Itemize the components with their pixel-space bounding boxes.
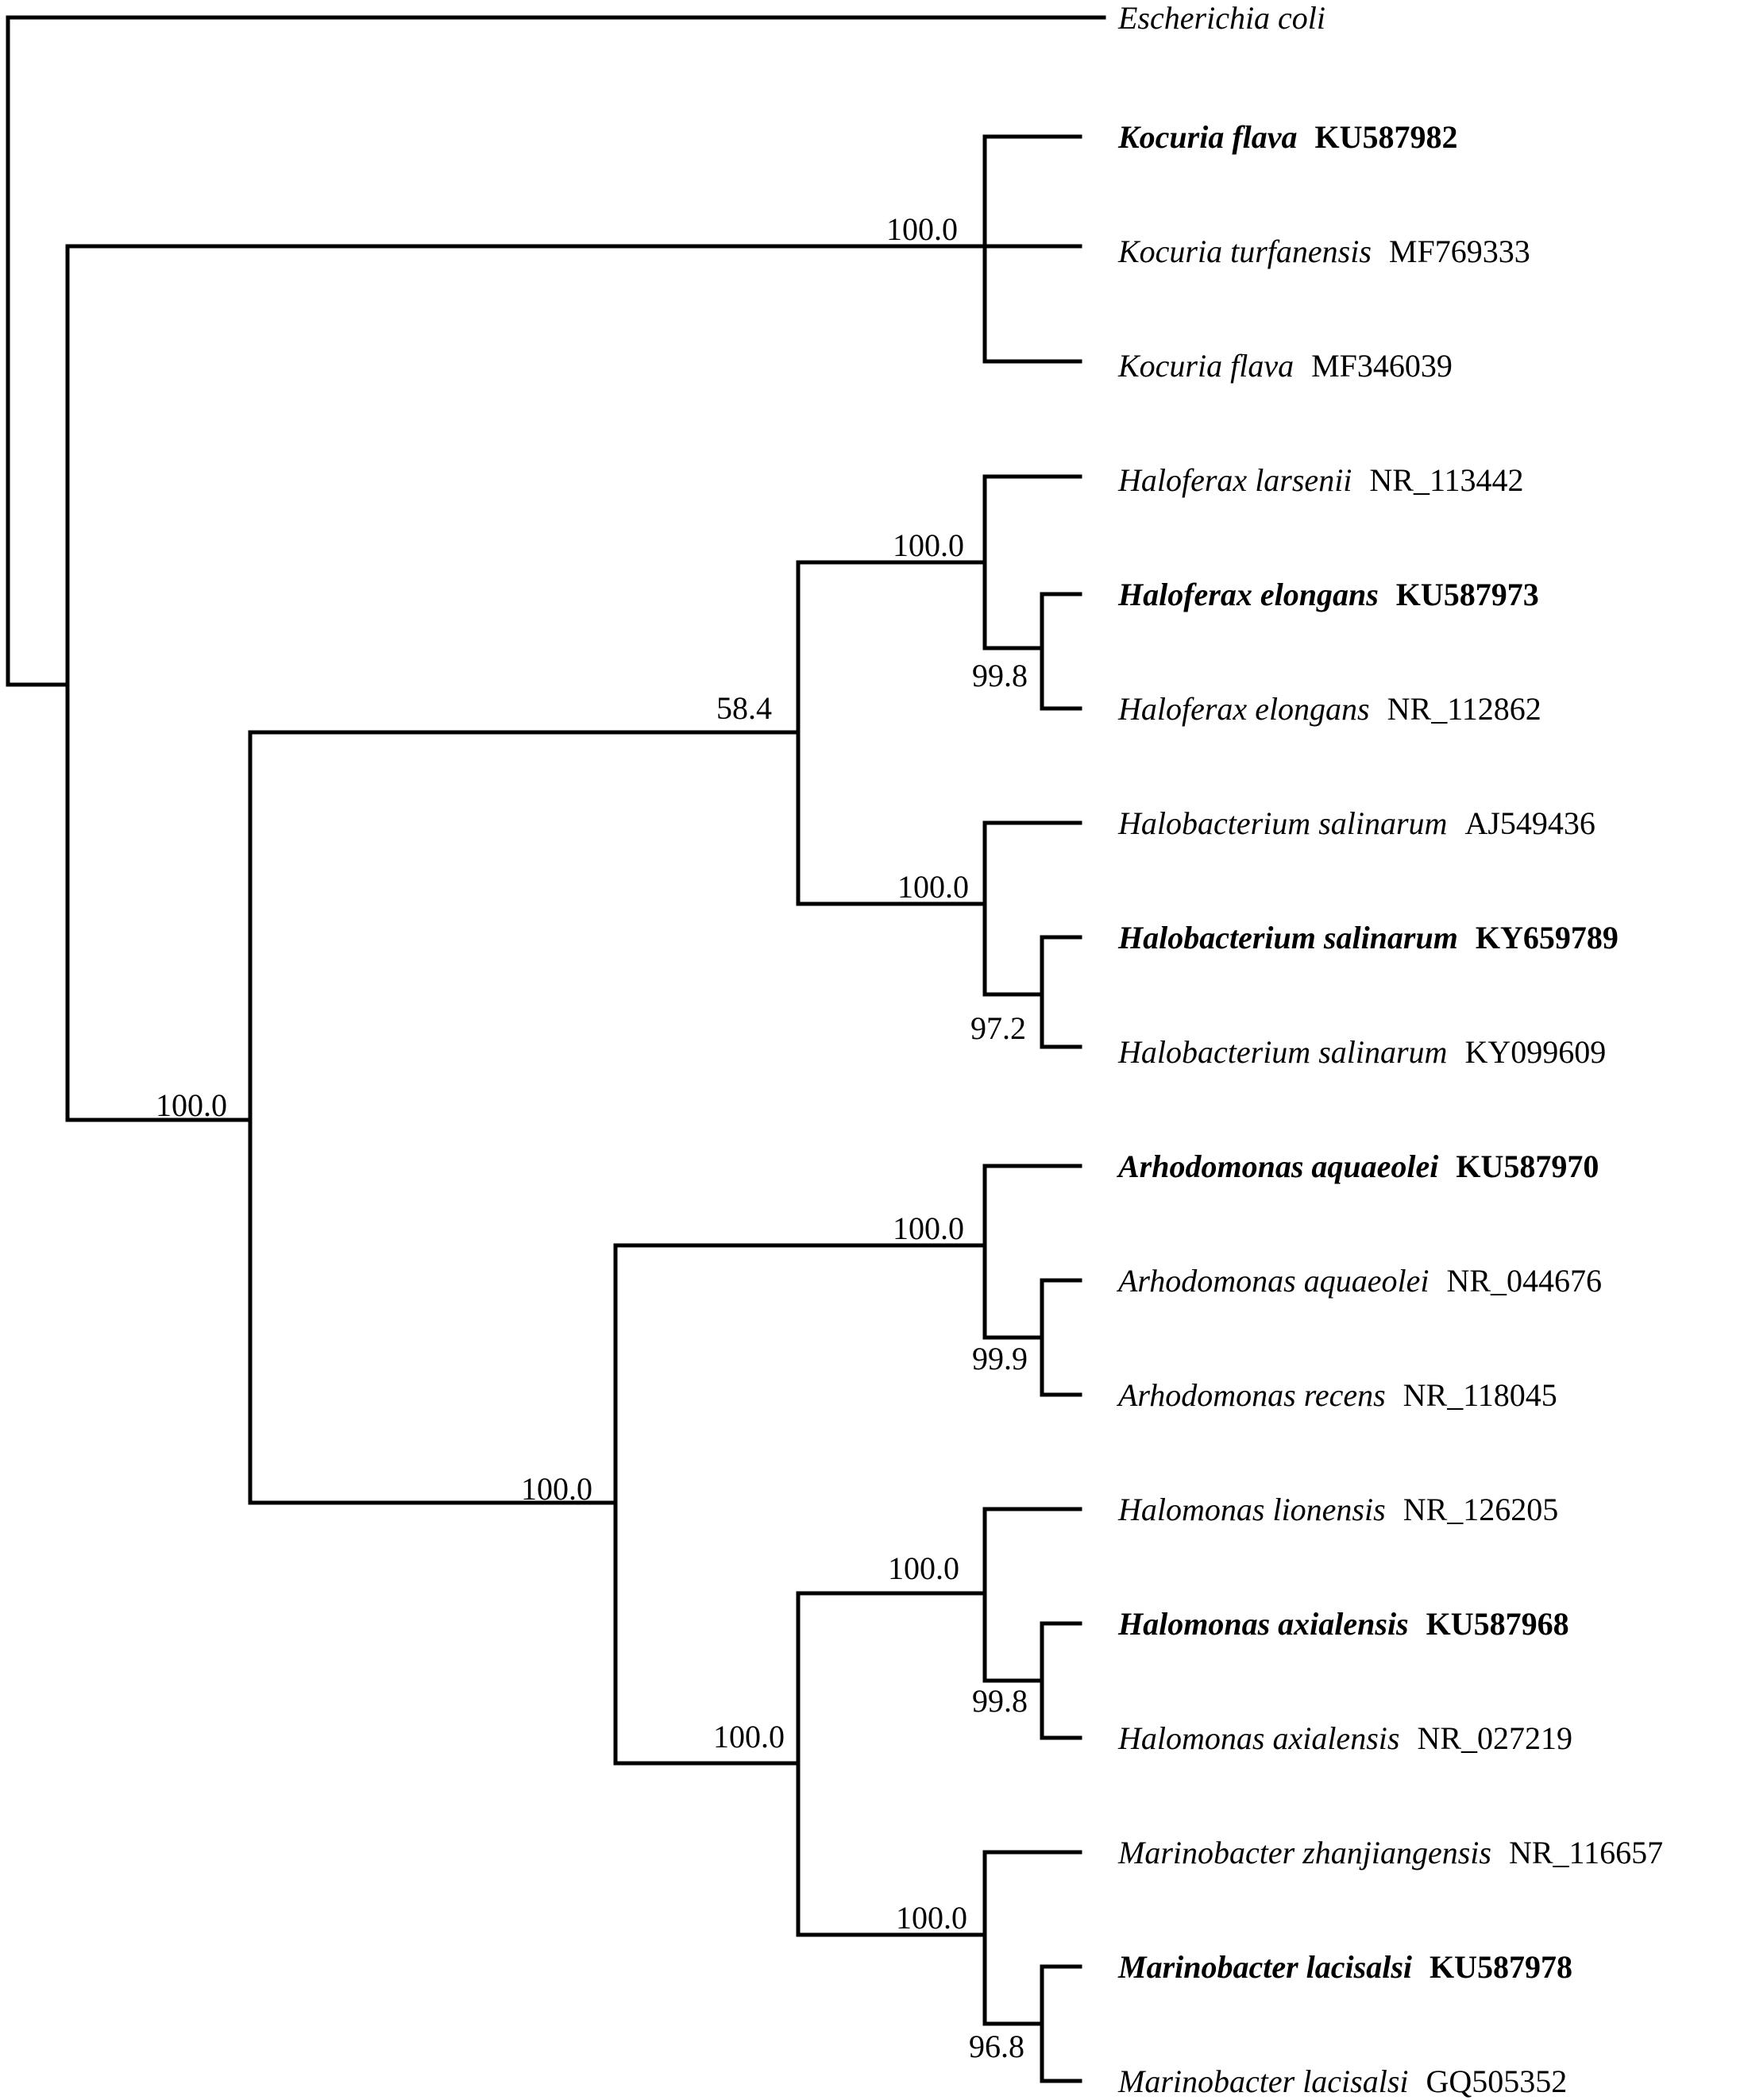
taxon-accession: KU587968 <box>1426 1606 1569 1642</box>
taxon-label: Marinobacter lacisalsi GQ505352 <box>1117 2063 1567 2099</box>
support-halobacterium: 100.0 <box>897 869 969 905</box>
taxon-species: Halomonas axialensis <box>1117 1606 1409 1642</box>
support-marinobacter: 100.0 <box>896 1900 967 1936</box>
taxon-accession: KU587982 <box>1315 119 1458 155</box>
taxon-label: Arhodomonas aquaeolei NR_044676 <box>1116 1263 1602 1299</box>
support-arhodomonas-sub: 99.9 <box>972 1341 1028 1376</box>
taxon-accession: KU587978 <box>1430 1949 1572 1985</box>
support-haloferax: 100.0 <box>893 527 964 563</box>
taxon-label: Haloferax elongans NR_112862 <box>1117 691 1541 727</box>
taxon-species: Arhodomonas aquaeolei <box>1116 1263 1429 1299</box>
taxon-species: Kocuria flava <box>1117 348 1294 384</box>
taxon-label: Arhodomonas recens NR_118045 <box>1116 1377 1557 1413</box>
tree-branches <box>6 15 1106 2083</box>
taxon-label: Haloferax elongans KU587973 <box>1117 577 1539 612</box>
support-haloferax-elongans: 99.8 <box>972 658 1028 693</box>
taxon-accession: KY099609 <box>1464 1034 1606 1070</box>
taxon-species: Kocuria turfanensis <box>1117 234 1372 269</box>
taxon-accession: NR_116657 <box>1509 1835 1663 1870</box>
taxon-accession: NR_113442 <box>1369 462 1523 498</box>
taxon-accession: MF346039 <box>1311 348 1453 384</box>
taxon-label: Kocuria flava KU587982 <box>1117 119 1458 155</box>
taxon-label: Halobacterium salinarum KY099609 <box>1117 1034 1606 1070</box>
support-kocuria: 100.0 <box>886 211 958 247</box>
taxon-label: Haloferax larsenii NR_113442 <box>1117 462 1524 498</box>
taxon-label: Marinobacter lacisalsi KU587978 <box>1117 1949 1572 1985</box>
support-halomonas: 100.0 <box>888 1550 959 1586</box>
taxon-species: Halobacterium salinarum <box>1117 805 1447 841</box>
taxon-label: Kocuria flava MF346039 <box>1117 348 1453 384</box>
taxon-label: Halobacterium salinarum AJ549436 <box>1117 805 1595 841</box>
support-values: 100.0 100.0 99.8 58.4 100.0 97.2 100.0 1… <box>156 211 1028 2064</box>
taxon-species: Haloferax larsenii <box>1117 462 1352 498</box>
taxon-species: Arhodomonas recens <box>1116 1377 1386 1413</box>
taxon-accession: KY659789 <box>1476 920 1619 955</box>
taxon-species: Marinobacter zhanjiangensis <box>1117 1835 1491 1870</box>
taxon-species: Halobacterium salinarum <box>1117 1034 1447 1070</box>
support-halomonas-sub: 99.8 <box>972 1683 1028 1719</box>
support-gamma: 100.0 <box>521 1471 592 1507</box>
taxon-species: Kocuria flava <box>1117 119 1298 155</box>
support-arhodomonas: 100.0 <box>893 1210 964 1246</box>
taxon-accession: GQ505352 <box>1426 2063 1568 2099</box>
taxon-label: Halomonas lionensis NR_126205 <box>1117 1492 1558 1527</box>
taxon-species: Halobacterium salinarum <box>1117 920 1458 955</box>
taxon-species: Haloferax elongans <box>1117 691 1370 727</box>
taxon-accession: MF769333 <box>1389 234 1530 269</box>
taxon-label: Arhodomonas aquaeolei KU587970 <box>1116 1148 1599 1184</box>
taxon-label: Escherichia coli <box>1117 0 1325 36</box>
taxon-accession: NR_126205 <box>1403 1492 1559 1527</box>
taxon-species: Halomonas axialensis <box>1117 1720 1399 1756</box>
support-halobacterium-sub: 97.2 <box>970 1010 1026 1046</box>
taxon-accession: KU587970 <box>1456 1148 1599 1184</box>
taxon-label: Marinobacter zhanjiangensis NR_116657 <box>1117 1835 1663 1870</box>
taxon-accession: NR_044676 <box>1446 1263 1602 1299</box>
taxon-species: Haloferax elongans <box>1117 577 1379 612</box>
taxon-label: Halomonas axialensis NR_027219 <box>1117 1720 1572 1756</box>
taxon-accession: AJ549436 <box>1464 805 1595 841</box>
taxon-accession: NR_118045 <box>1403 1377 1557 1413</box>
taxon-species: Escherichia coli <box>1117 0 1325 36</box>
support-ingroup: 100.0 <box>156 1087 227 1123</box>
taxon-species: Halomonas lionensis <box>1117 1492 1386 1527</box>
taxon-species: Arhodomonas aquaeolei <box>1116 1148 1438 1184</box>
taxon-accession: NR_027219 <box>1417 1720 1572 1756</box>
taxon-label: Kocuria turfanensis MF769333 <box>1117 234 1530 269</box>
taxon-species: Marinobacter lacisalsi <box>1117 1949 1412 1985</box>
support-marinobacter-sub: 96.8 <box>969 2029 1024 2064</box>
support-halo-marino: 100.0 <box>713 1719 785 1755</box>
taxon-accession: KU587973 <box>1396 577 1539 612</box>
taxon-label: Halomonas axialensis KU587968 <box>1117 1606 1569 1642</box>
support-haloarchaea: 58.4 <box>716 690 772 726</box>
taxon-species: Marinobacter lacisalsi <box>1117 2063 1409 2099</box>
taxon-accession: NR_112862 <box>1387 691 1541 727</box>
taxon-label: Halobacterium salinarum KY659789 <box>1117 920 1619 955</box>
